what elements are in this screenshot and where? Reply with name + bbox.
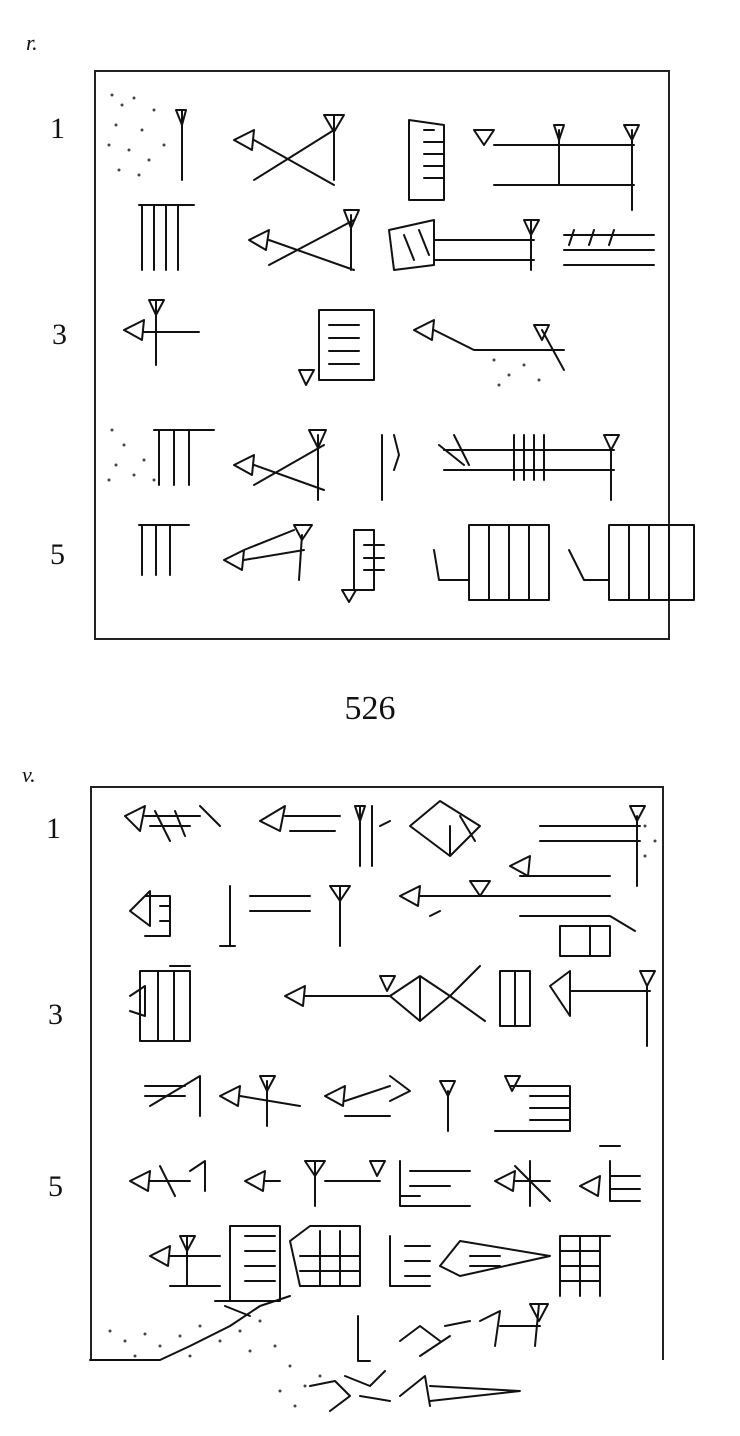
reverse-tablet-frame <box>90 786 664 1360</box>
reverse-line-8-signs <box>309 1370 521 1412</box>
obverse-line-3-signs <box>123 299 565 386</box>
reverse-line-7-signs <box>357 1303 549 1362</box>
reverse-line-number-3: 3 <box>48 998 63 1031</box>
obverse-damage-dots-3 <box>492 358 541 387</box>
obverse-line-number-5: 5 <box>50 538 65 571</box>
reverse-line-4-signs <box>144 1075 571 1132</box>
reverse-label: v. <box>22 762 36 787</box>
reverse-line-5-signs <box>129 1145 641 1207</box>
obverse-line-number-1: 1 <box>50 112 65 145</box>
obverse-line-number-3: 3 <box>52 318 67 351</box>
reverse-line-number-1: 1 <box>46 812 61 845</box>
reverse-line-3-signs <box>129 965 656 1047</box>
reverse-line-1-signs <box>124 800 646 887</box>
reverse-damage-dots-1 <box>643 824 657 858</box>
obverse-line-5-signs <box>138 524 695 603</box>
reverse-broken-edge <box>89 1295 291 1361</box>
obverse-tablet-frame <box>94 70 670 640</box>
reverse-cuneiform-drawing <box>89 800 657 1412</box>
obverse-damage-dots-4 <box>107 428 156 482</box>
reverse-line-6-signs <box>149 1225 611 1317</box>
obverse-line-2-signs <box>138 204 655 271</box>
reverse-line-2-signs <box>129 875 636 957</box>
obverse-label: r. <box>26 30 38 55</box>
obverse-cuneiform-drawing <box>107 93 695 603</box>
obverse-damage-dots-1 <box>107 93 166 177</box>
reverse-line-number-5: 5 <box>48 1170 63 1203</box>
catalog-number: 526 <box>344 690 396 727</box>
reverse-damage-dots-lower <box>108 1319 322 1408</box>
obverse-line-4-signs <box>153 429 620 501</box>
obverse-line-1-signs <box>175 109 640 211</box>
